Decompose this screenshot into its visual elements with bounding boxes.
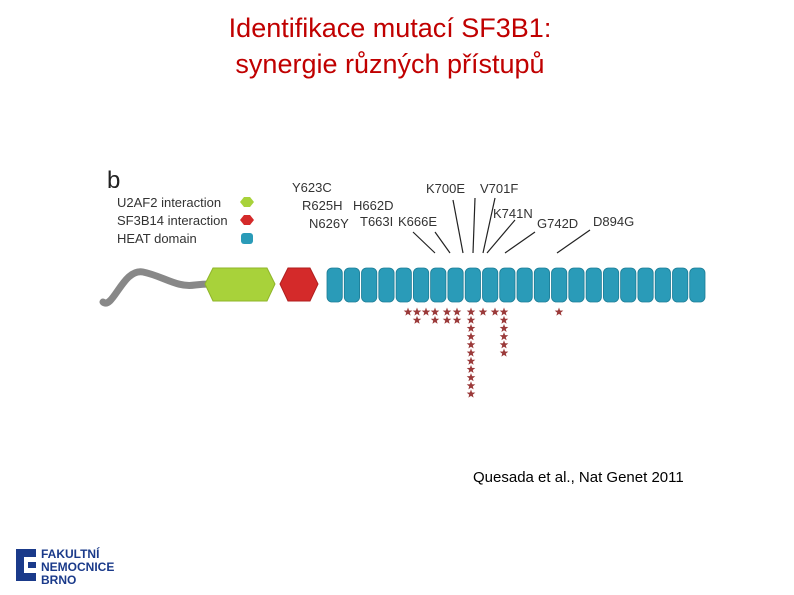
heat-repeat (327, 268, 342, 302)
mutation-star (431, 308, 440, 316)
slide-title: Identifikace mutací SF3B1: synergie různ… (160, 10, 620, 82)
heat-repeat (500, 268, 515, 302)
legend-label-u2af2: U2AF2 interaction (117, 195, 221, 210)
heat-repeats (327, 268, 705, 302)
mutation-label: K741N (493, 206, 533, 221)
logo-text-1: FAKULTNÍ (41, 546, 100, 561)
title-line-2: synergie různých přístupů (160, 46, 620, 82)
mutation-star (413, 316, 422, 324)
mutation-star (500, 316, 509, 324)
mutation-star (479, 308, 488, 316)
logo-mark-icon (16, 549, 36, 581)
mutation-star (413, 308, 422, 316)
citation: Quesada et al., Nat Genet 2011 (473, 469, 684, 486)
mutation-star (467, 308, 476, 316)
legend-u2af2-icon (240, 197, 254, 207)
mutation-star (422, 308, 431, 316)
mutation-labels: Y623C R625H N626Y H662D T663I K666E K700… (292, 180, 634, 231)
mutation-star (467, 324, 476, 332)
mutation-label: D894G (593, 214, 634, 229)
heat-repeat (344, 268, 359, 302)
mutation-star (500, 324, 509, 332)
mutation-star (491, 308, 500, 316)
heat-repeat (517, 268, 532, 302)
heat-repeat (431, 268, 446, 302)
panel-label: b (107, 167, 120, 194)
heat-repeat (379, 268, 394, 302)
mutation-star (467, 390, 476, 398)
heat-repeat (552, 268, 567, 302)
mutation-star (467, 373, 476, 381)
mutation-star (453, 308, 462, 316)
mutation-label: N626Y (309, 216, 349, 231)
mutation-star (453, 316, 462, 324)
mutation-label: T663I (360, 214, 393, 229)
heat-repeat (586, 268, 601, 302)
heat-repeat (621, 268, 636, 302)
mutation-star (467, 357, 476, 365)
logo-text-3: BRNO (41, 573, 76, 585)
mutation-star (467, 316, 476, 324)
mutation-label: K700E (426, 181, 465, 196)
hospital-logo: FAKULTNÍ NEMOCNICE BRNO (14, 545, 174, 585)
mutation-star (500, 349, 509, 357)
heat-repeat (638, 268, 653, 302)
heat-repeat (569, 268, 584, 302)
mutation-label: R625H (302, 198, 342, 213)
mutation-star (500, 340, 509, 348)
heat-repeat (673, 268, 688, 302)
heat-repeat (413, 268, 428, 302)
heat-repeat (534, 268, 549, 302)
mutation-label: G742D (537, 216, 578, 231)
pointer-line (505, 232, 535, 253)
mutation-label: K666E (398, 214, 437, 229)
mutation-star (467, 381, 476, 389)
mutation-frequency-stars (404, 308, 564, 398)
mutation-star (443, 316, 452, 324)
heat-repeat (362, 268, 377, 302)
pointer-line (453, 200, 463, 253)
mutation-label: Y623C (292, 180, 332, 195)
mutation-star (500, 308, 509, 316)
pointer-line (435, 232, 450, 253)
mutation-label: V701F (480, 181, 518, 196)
mutation-star (500, 332, 509, 340)
pointer-line (413, 232, 435, 253)
mutation-star (555, 308, 564, 316)
legend-heat-icon (241, 233, 253, 244)
mutation-star (467, 340, 476, 348)
pointer-line (487, 220, 515, 253)
pointer-line (483, 198, 495, 253)
pointer-line (473, 198, 475, 253)
heat-repeat (655, 268, 670, 302)
title-line-1: Identifikace mutací SF3B1: (160, 10, 620, 46)
sf3b1-protein-diagram: b U2AF2 interaction SF3B14 interaction H… (95, 160, 715, 410)
mutation-star (467, 365, 476, 373)
heat-repeat (603, 268, 618, 302)
heat-repeat (483, 268, 498, 302)
heat-repeat (465, 268, 480, 302)
heat-repeat (690, 268, 705, 302)
legend-sf3b14-icon (240, 215, 254, 225)
heat-repeat (448, 268, 463, 302)
mutation-label: H662D (353, 198, 393, 213)
mutation-star (404, 308, 413, 316)
sf3b14-domain (280, 268, 318, 301)
heat-repeat (396, 268, 411, 302)
u2af2-domain (205, 268, 275, 301)
mutation-star (467, 332, 476, 340)
mutation-star (467, 349, 476, 357)
legend-label-heat: HEAT domain (117, 231, 197, 246)
logo-text-2: NEMOCNICE (41, 560, 114, 574)
mutation-star (443, 308, 452, 316)
mutation-star (431, 316, 440, 324)
legend: U2AF2 interaction SF3B14 interaction HEA… (117, 195, 254, 246)
protein-tail (103, 272, 211, 303)
legend-label-sf3b14: SF3B14 interaction (117, 213, 228, 228)
pointer-line (557, 230, 590, 253)
